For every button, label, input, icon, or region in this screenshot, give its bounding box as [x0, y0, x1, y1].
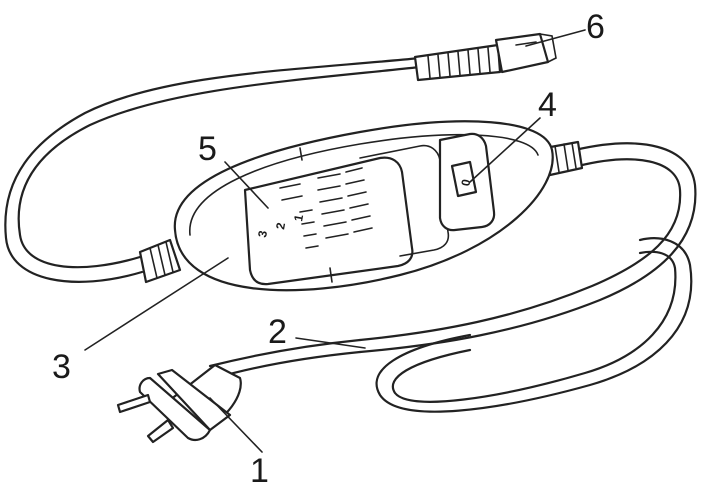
- mains-plug: [116, 363, 242, 444]
- callout-4: 4: [538, 86, 557, 124]
- callout-5: 5: [198, 130, 217, 168]
- callout-3: 3: [52, 348, 71, 386]
- connector-ribs: [427, 47, 491, 79]
- leader-5: [224, 161, 269, 209]
- level-3-label: 3: [255, 229, 270, 238]
- callout-2: 2: [268, 313, 287, 351]
- controller-unit: 1 2 3 0: [138, 120, 584, 292]
- lower-cable: [358, 142, 697, 413]
- slider-grip-lines: [279, 167, 373, 249]
- switch-rocker: [450, 160, 478, 198]
- switch-off-mark: 0: [458, 178, 473, 187]
- level-1-label: 1: [291, 213, 306, 222]
- upper-cable: [4, 56, 422, 283]
- leader-1: [209, 397, 263, 453]
- callout-1: 1: [250, 452, 269, 487]
- leader-3: [84, 257, 229, 351]
- leader-4: [469, 117, 541, 183]
- connector-plug: [413, 32, 557, 82]
- level-2-label: 2: [273, 221, 288, 230]
- leader-lines: [84, 29, 586, 453]
- callout-6: 6: [586, 8, 605, 46]
- leader-6: [525, 29, 586, 47]
- leader-2: [295, 337, 366, 349]
